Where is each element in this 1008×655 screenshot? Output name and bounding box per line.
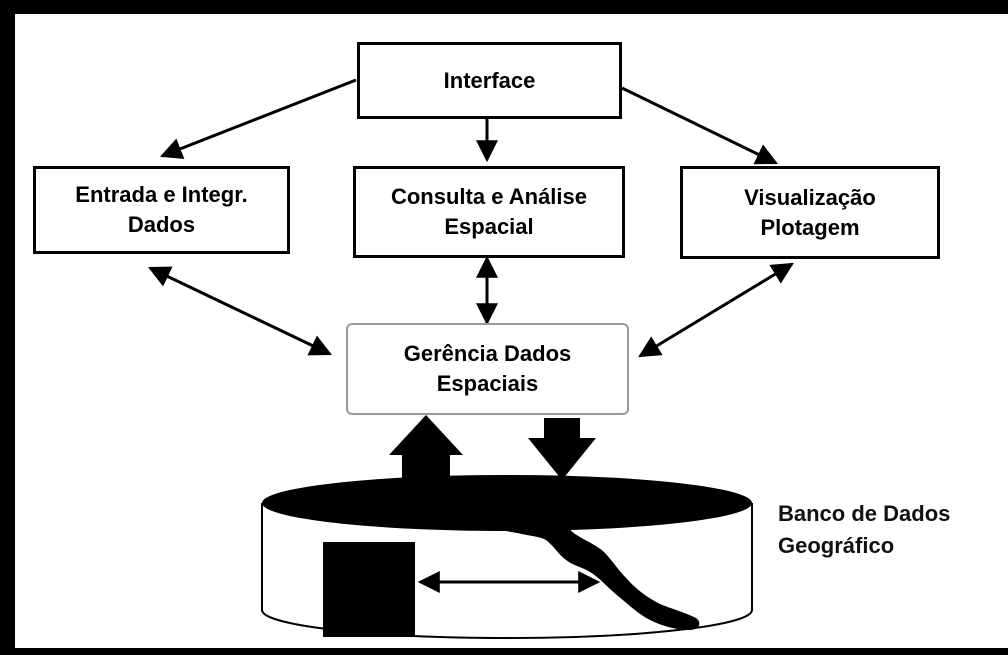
visualizacao-label-line2: Plotagem [760,214,860,240]
gerencia-label-line2: Espaciais [436,371,539,396]
consulta-label-line2: Espacial [444,214,534,239]
banco-label: Banco de Dados Geográfico [778,498,950,562]
arrow-visualizacao-gerencia [638,262,794,358]
interface-box: Interface [357,42,622,119]
entrada-box: Entrada e Integr. Dados [33,166,290,254]
arrow-interface-to-entrada [159,78,357,160]
gerencia-label-line1: Gerência Dados [403,341,572,366]
entrada-label-line2: Dados [127,212,196,237]
banco-label-line2: Geográfico [778,533,895,558]
map-shape-icon [487,511,700,630]
thick-up-arrow [389,415,463,485]
gerencia-box: Gerência Dados Espaciais [346,323,629,415]
arrow-interface-to-visualizacao [621,86,778,165]
banco-label-line1: Banco de Dados [778,501,951,526]
visualizacao-label-line1: Visualização [744,184,876,210]
thick-down-arrow [528,418,596,480]
consulta-box: Consulta e Análise Espacial [353,166,625,258]
interface-label: Interface [443,67,536,93]
visualizacao-box: Visualização Plotagem [680,166,940,259]
entrada-label-line1: Entrada e Integr. [75,182,248,207]
arrow-entrada-gerencia [148,266,332,356]
raster-data-square [323,542,415,637]
consulta-label-line1: Consulta e Análise [390,184,587,209]
